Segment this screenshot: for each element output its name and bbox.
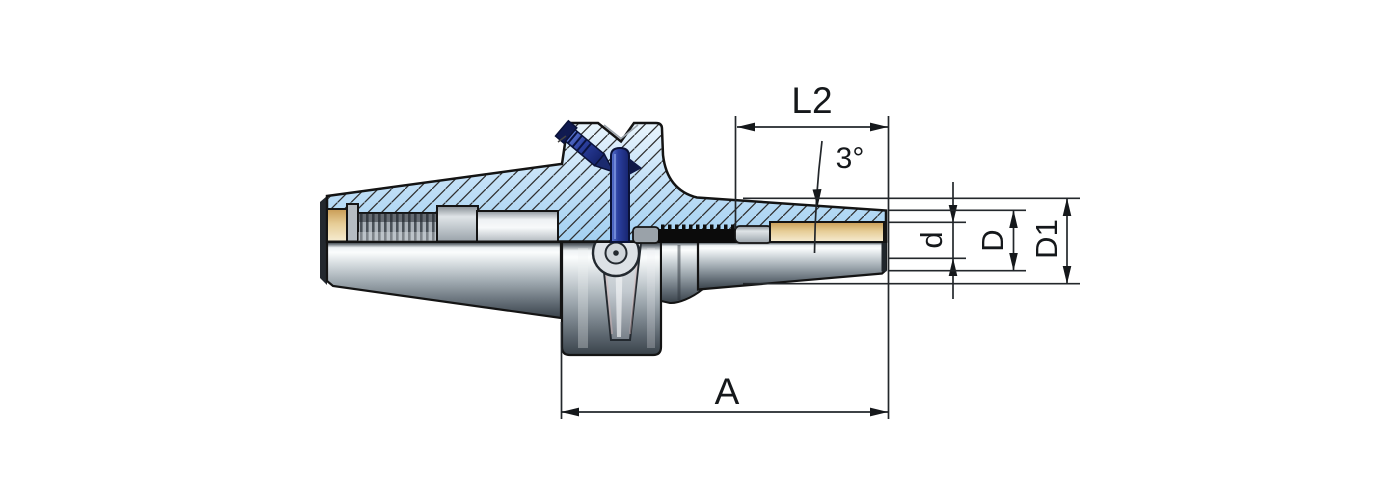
dimension-d1-taper (743, 197, 1080, 285)
flange-highlight-right (647, 248, 655, 348)
flange-highlight-left (578, 248, 588, 348)
internal-thread-strip (658, 229, 737, 243)
nose-taper-lower (696, 240, 888, 291)
bore-exit-collar (632, 226, 660, 244)
drawbar-bore-end (326, 208, 349, 243)
dim-label-d1: D1 (1029, 219, 1064, 259)
screw-tick-line (557, 135, 567, 143)
coolant-tube (610, 146, 630, 243)
gripper-ball-detail (591, 242, 641, 278)
coolant-adjust-screw (554, 119, 613, 172)
thread-light (358, 232, 437, 241)
angle-label: 3° (836, 142, 865, 175)
dimensions (560, 116, 1080, 419)
bore-step (346, 203, 359, 243)
dim-label-d: d (914, 231, 949, 248)
dimension-d-nose (889, 209, 1026, 272)
thread-shadow (358, 213, 437, 222)
nose-face-edge (881, 243, 887, 272)
shank-end-face (320, 196, 327, 285)
upper-section-view (325, 119, 888, 244)
lower-external-view (320, 196, 888, 357)
dim-label-a: A (715, 371, 740, 412)
bore-section-a (436, 205, 479, 243)
dimension-l2 (734, 116, 890, 419)
v-notch-inner-line (603, 124, 639, 140)
dimension-a (560, 322, 888, 419)
dim-label-d-cap: D (975, 229, 1010, 251)
groove-reflection-right (629, 251, 639, 335)
dim-label-l2: L2 (791, 80, 832, 121)
neck-undercut-lower (660, 240, 704, 305)
taper-shank-lower (325, 240, 563, 320)
coolant-stop-plug (734, 225, 773, 244)
tube-junction-wedge (629, 158, 642, 175)
bore-section-b (476, 210, 559, 243)
clamping-bore (769, 221, 885, 243)
